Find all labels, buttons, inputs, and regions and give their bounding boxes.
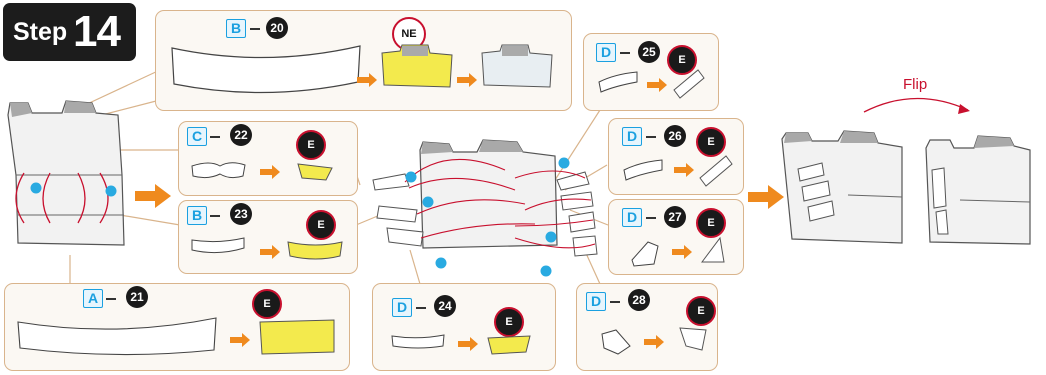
part-number-27: 27: [664, 206, 686, 228]
assembled-part-d27: [701, 236, 725, 263]
panel-c22: [178, 121, 358, 196]
part-shape-c22: [191, 162, 246, 179]
panel-d24: [372, 283, 556, 371]
part-letter-d27: D: [622, 208, 642, 227]
part-number-20: 20: [266, 17, 288, 39]
pin-e-a21: E: [252, 289, 282, 319]
dash-d24: [416, 307, 426, 309]
pin-e-d27: E: [696, 208, 726, 238]
assembled-part-d25: [673, 69, 705, 99]
part-letter-d25: D: [596, 43, 616, 62]
orange-arrow-d27: [672, 245, 692, 259]
pin-e-d25: E: [667, 45, 697, 75]
part-letter-a21: A: [83, 289, 103, 308]
assembled-part-b23: [287, 241, 343, 260]
part-number-21: 21: [126, 286, 148, 308]
part-shape-d26: [623, 159, 663, 181]
flip-label: Flip: [903, 76, 928, 93]
part-shape-d27: [631, 241, 659, 267]
back-torso-result: [925, 135, 1031, 245]
pin-e-c22: E: [296, 130, 326, 160]
flip-arrow: [863, 97, 970, 114]
part-shape-d28: [601, 329, 631, 355]
part-letter-b23: B: [187, 206, 207, 225]
pin-e-d26: E: [696, 127, 726, 157]
step-number: 14: [73, 7, 121, 56]
part-number-28: 28: [628, 289, 650, 311]
assembled-part-d28: [679, 327, 707, 351]
part-letter-d26: D: [622, 127, 642, 146]
orange-arrow-d26: [674, 163, 694, 177]
assembled-part-c22: [297, 163, 333, 181]
glue-dot: [558, 157, 570, 169]
dash-b23: [210, 215, 220, 217]
glue-dot: [422, 196, 434, 208]
assembled-part-b20: [381, 44, 453, 88]
step-word: Step: [13, 18, 68, 46]
part-shape-d25: [598, 71, 638, 93]
glue-dot: [30, 182, 42, 194]
dash-a21: [106, 298, 116, 300]
dash-d28: [610, 301, 620, 303]
dash-d25: [620, 52, 630, 54]
orange-arrows-b20: [357, 73, 477, 87]
assembled-part-d24: [487, 335, 531, 355]
part-letter-d28: D: [586, 292, 606, 311]
orange-arrow-c22: [260, 165, 280, 179]
part-number-25: 25: [638, 41, 660, 63]
part-number-24: 24: [434, 295, 456, 317]
orange-arrow-d24: [458, 337, 478, 351]
center-assembly: [372, 139, 598, 277]
step-badge: Step 14: [3, 3, 136, 61]
glue-dot: [540, 265, 552, 277]
glue-dot: [435, 257, 447, 269]
dash-d27: [646, 217, 656, 219]
assembled-part-a21: [259, 319, 335, 355]
dash-d26: [646, 136, 656, 138]
part-letter-c22: C: [187, 127, 207, 146]
part-number-26: 26: [664, 125, 686, 147]
assembled-part-d26: [699, 155, 733, 187]
glue-dot: [405, 171, 417, 183]
part-shape-b20: [171, 45, 361, 94]
part-letter-d24: D: [392, 298, 412, 317]
pin-e-d24: E: [494, 307, 524, 337]
glue-dot: [105, 185, 117, 197]
orange-arrow-d28: [644, 335, 664, 349]
big-arrow-right: [748, 185, 784, 209]
result-part-b20: [481, 44, 553, 88]
big-arrow-left: [135, 184, 171, 208]
part-shape-b23: [191, 237, 245, 254]
dash-c22: [210, 136, 220, 138]
pin-e-b23: E: [306, 210, 336, 240]
pin-e-d28: E: [686, 296, 716, 326]
glue-dot: [545, 231, 557, 243]
part-shape-a21: [17, 317, 217, 356]
orange-arrow-d25: [647, 78, 667, 92]
orange-arrow-a21: [230, 333, 250, 347]
part-number-23: 23: [230, 203, 252, 225]
dash-b20: [250, 28, 260, 30]
front-torso-result: [781, 130, 903, 244]
part-letter-b20: B: [226, 19, 246, 38]
orange-arrow-b23: [260, 245, 280, 259]
part-shape-d24: [391, 334, 445, 349]
part-number-22: 22: [230, 124, 252, 146]
left-torso-assembly: [7, 100, 125, 246]
